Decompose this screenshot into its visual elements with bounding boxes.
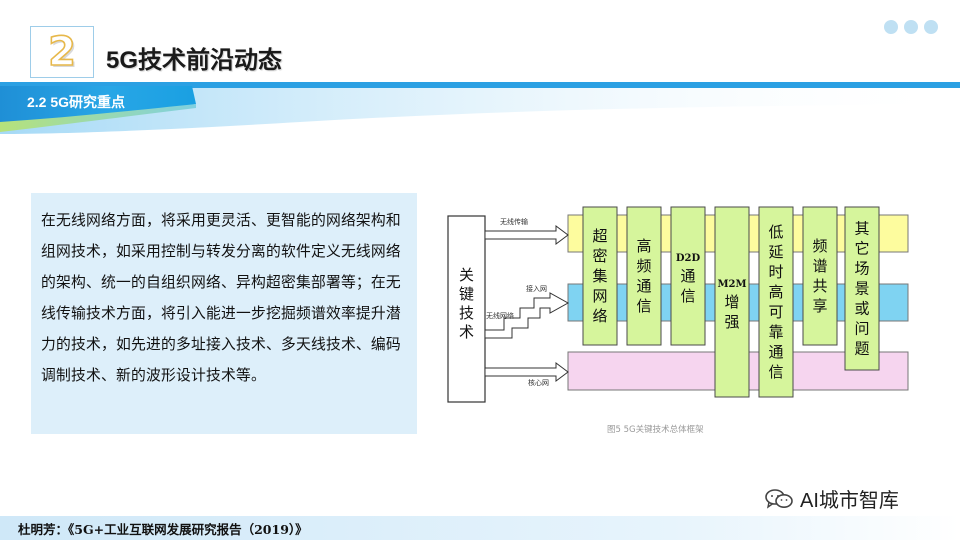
diagram-column-label: 共 (812, 277, 827, 295)
diagram-column (758, 206, 794, 398)
arrow-wireless-network (484, 292, 570, 339)
diagram-column (582, 206, 618, 346)
diagram-column-label: 场 (854, 260, 869, 278)
key-tech-diagram: 关 键 技 术 无线传输 接入网 无线网络 核心网 超密集网络高频通信D2D通信… (447, 206, 909, 435)
diagram-column-label: 享 (812, 297, 827, 315)
diagram-column-label: 超 (592, 227, 607, 245)
diagram-column-label: 增 (724, 293, 739, 311)
left-box (447, 215, 486, 403)
page-title: 5G技术前沿动态 (106, 47, 283, 74)
watermark: AI城市智库 (764, 484, 899, 513)
diagram-column (626, 206, 662, 346)
diagram-column-label: 信 (680, 287, 695, 305)
diagram-column-label: 信 (768, 363, 783, 381)
diagram-column-label: 通 (768, 343, 783, 361)
diagram-column-label: M2M (717, 279, 746, 290)
arrow-label: 无线网络 (486, 311, 514, 320)
diagram-column-label: 或 (854, 300, 869, 318)
section-label: 2.2 5G研究重点 (27, 94, 126, 110)
arrow-label: 核心网 (528, 378, 549, 387)
diagram-column-label: 频 (812, 237, 827, 255)
left-box-char: 术 (459, 323, 474, 341)
footer-citation: 杜明芳：《5G+工业互联网发展研究报告（2019）》 (18, 522, 308, 537)
arrow-label: 接入网 (526, 284, 547, 293)
text-panel: 在无线网络方面，将采用更灵活、更智能的网络架构和组网技术，如采用控制与转发分离的… (31, 193, 417, 434)
arrow-core-network (484, 362, 569, 382)
diagram-column (670, 206, 706, 346)
diagram-column-label: D2D (676, 253, 701, 264)
diagram-column-label: 其 (854, 220, 869, 238)
diagram-column-label: 可 (768, 303, 783, 321)
arrow-wireless-transmission (484, 225, 569, 245)
diagram-column-label: 时 (768, 263, 783, 281)
diagram-column-label: 高 (768, 283, 783, 301)
section-number-box: 2 (30, 26, 94, 78)
watermark-text: AI城市智库 (800, 490, 899, 512)
diagram-column-label: 延 (768, 243, 783, 261)
diagram-column-label: 信 (636, 297, 651, 315)
diagram-column-label: 通 (680, 267, 695, 285)
left-box-char: 技 (459, 304, 474, 322)
body-paragraph: 在无线网络方面，将采用更灵活、更智能的网络架构和组网技术，如采用控制与转发分离的… (41, 212, 401, 384)
arrow-label: 无线传输 (500, 217, 528, 226)
section-number: 2 (47, 28, 76, 76)
diagram-column-label: 网 (592, 287, 607, 305)
wechat-icon (765, 488, 793, 509)
diagram-column-label: 题 (854, 340, 869, 358)
section-banner (0, 82, 960, 134)
diagram-column-label: 集 (592, 267, 607, 285)
diagram-column (844, 206, 880, 371)
footer-bar (0, 516, 960, 540)
three-dots-decoration-icon (884, 20, 938, 34)
diagram-column-label: 频 (636, 257, 651, 275)
diagram-column-label: 靠 (768, 323, 783, 341)
diagram-caption: 图5 5G关键技术总体框架 (607, 424, 704, 435)
diagram-column-label: 强 (724, 313, 739, 331)
diagram-column (714, 206, 750, 398)
diagram-column-label: 景 (854, 280, 869, 298)
diagram-column-label: 问 (854, 320, 869, 338)
diagram-column-label: 高 (636, 237, 651, 255)
left-box-char: 键 (459, 285, 474, 303)
diagram-column-label: 谱 (812, 257, 827, 275)
diagram-column-label: 低 (768, 223, 783, 241)
diagram-column-label: 络 (592, 307, 607, 325)
diagram-column-label: 它 (854, 240, 869, 258)
left-box-char: 关 (459, 266, 474, 284)
diagram-column-label: 密 (592, 247, 607, 265)
diagram-column (802, 206, 838, 346)
diagram-column-label: 通 (636, 277, 651, 295)
